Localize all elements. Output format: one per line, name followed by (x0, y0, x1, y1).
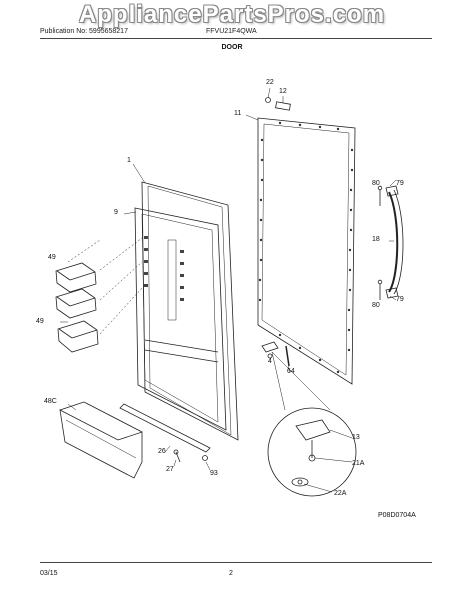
door-handle (385, 185, 404, 299)
model-number: FFVU21F4QWA (206, 28, 257, 35)
watermark: AppliancePartsPros.com (78, 1, 386, 28)
callout-48c: 48C (44, 398, 57, 405)
callout-11: 11 (234, 110, 242, 117)
callout-18: 18 (372, 236, 380, 243)
outer-door-panel (257, 117, 356, 385)
callout-9: 9 (114, 209, 118, 216)
callout-49-top: 49 (48, 254, 56, 261)
callout-80-top: 80 (372, 180, 380, 187)
header-rule (40, 38, 432, 39)
door-gasket (141, 181, 239, 441)
callout-64: 64 (287, 368, 295, 375)
callout-4: 4 (268, 358, 272, 365)
footer-rule (40, 562, 432, 563)
screw-93 (202, 455, 208, 461)
callout-22a: 22A (334, 490, 347, 497)
callout-93: 93 (210, 470, 218, 477)
door-bin-1 (55, 262, 97, 293)
callout-26: 26 (158, 448, 166, 455)
bottom-bin (59, 401, 143, 479)
liner-shelf-studs (144, 236, 184, 301)
callout-27: 27 (166, 466, 174, 473)
outer-panel-holes (258, 121, 354, 374)
door-bin-2 (55, 288, 97, 319)
screw-80-top (377, 185, 383, 206)
callout-1: 1 (127, 157, 131, 164)
callout-13: 13 (352, 434, 360, 441)
plug-22 (265, 97, 271, 103)
callout-79-top: 79 (396, 180, 404, 187)
cover-12 (275, 101, 291, 111)
door-liner (134, 207, 227, 431)
callout-22: 22 (266, 79, 274, 86)
callout-49-bottom: 49 (36, 318, 44, 325)
callout-12: 12 (279, 88, 287, 95)
callout-21a: 21A (352, 460, 365, 467)
door-bin-3 (57, 320, 99, 353)
publication-number: Publication No: 5995658217 (40, 28, 128, 35)
screw-80-bottom (377, 279, 383, 300)
hinge-bracket (261, 341, 279, 359)
leader-lines (60, 87, 397, 493)
section-title: DOOR (221, 44, 243, 51)
screw-27 (173, 449, 181, 463)
pin-64 (285, 345, 290, 367)
breaker-strip (119, 403, 211, 453)
footer-date: 03/15 (40, 570, 58, 577)
hinge-detail-circle (267, 351, 357, 497)
callout-80-bottom: 80 (372, 302, 380, 309)
diagram-code: P08D0704A (378, 512, 416, 519)
footer-page: 2 (229, 570, 233, 577)
callout-79-bottom: 79 (396, 296, 404, 303)
